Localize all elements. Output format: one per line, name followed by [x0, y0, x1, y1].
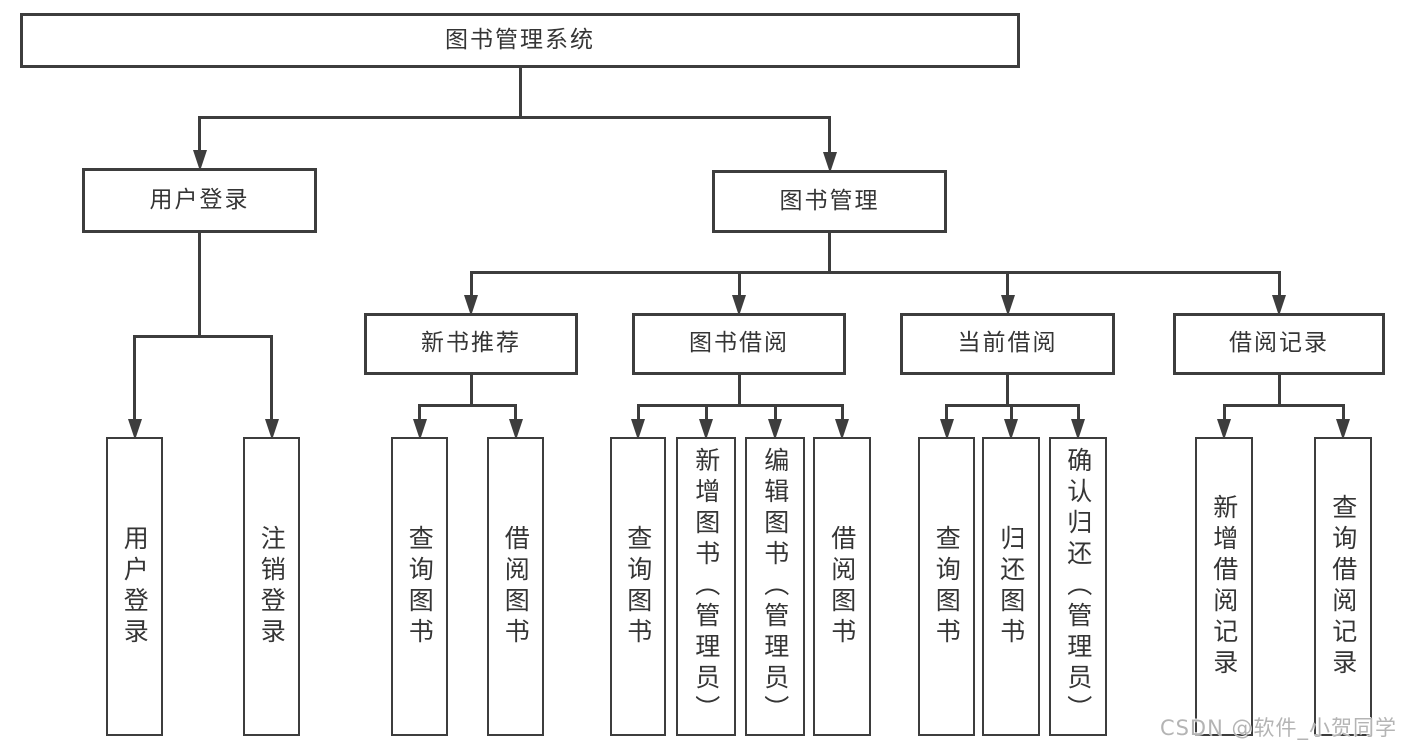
arrow-down-icon: [464, 295, 478, 316]
box-label: 注销登录: [257, 524, 287, 649]
box-b-query: 查询图书: [610, 437, 666, 736]
arrow-down-icon: [508, 419, 523, 440]
box-c-query: 查询图书: [918, 437, 975, 736]
arrow-down-icon: [835, 419, 849, 440]
connector-line: [1006, 374, 1009, 405]
arrow-down-icon: [1004, 419, 1018, 440]
connector-line: [828, 117, 831, 155]
box-mgmt: 图书管理: [712, 170, 947, 233]
box-rec-query: 查询图书: [391, 437, 448, 736]
box-label: 查询图书: [405, 524, 435, 649]
box-label: 查询图书: [932, 524, 962, 649]
box-login: 用户登录: [82, 168, 317, 233]
connector-line: [945, 405, 948, 422]
connector-line: [469, 272, 473, 298]
arrow-down-icon: [1272, 295, 1286, 316]
arrow-down-icon: [1000, 295, 1015, 316]
arrow-down-icon: [822, 152, 837, 173]
connector-line: [1006, 272, 1009, 298]
box-label: 新书推荐: [421, 330, 521, 357]
csdn-watermark: CSDN @软件_小贺同学: [1159, 716, 1397, 740]
connector-line: [1222, 405, 1226, 422]
box-rec: 新书推荐: [364, 313, 578, 375]
connector-line: [636, 405, 640, 422]
connector-line: [1341, 405, 1345, 422]
box-borrow: 图书借阅: [632, 313, 846, 375]
box-b-edit: 编辑图书（管理员）: [745, 437, 805, 736]
box-logout: 注销登录: [243, 437, 300, 736]
connector-line: [418, 403, 517, 407]
connector-line: [636, 403, 844, 407]
box-label: 用户登录: [120, 524, 150, 649]
connector-line: [1277, 374, 1281, 405]
connector-line: [1222, 403, 1345, 407]
box-label: 借阅图书: [827, 524, 857, 649]
box-b-add: 新增图书（管理员）: [676, 437, 736, 736]
box-label: 归还图书: [996, 524, 1026, 649]
box-user-login: 用户登录: [106, 437, 163, 736]
connector-line: [773, 405, 777, 422]
connector-line: [469, 270, 1281, 274]
connector-line: [1009, 405, 1013, 422]
connector-line: [514, 405, 517, 422]
box-current: 当前借阅: [900, 313, 1115, 375]
connector-line: [418, 405, 421, 422]
box-b-borrow: 借阅图书: [813, 437, 871, 736]
connector-line: [133, 336, 136, 422]
connector-line: [270, 336, 273, 422]
connector-line: [1076, 405, 1080, 422]
arrow-down-icon: [1071, 419, 1085, 440]
box-label: 新增借阅记录: [1209, 493, 1239, 680]
connector-line: [518, 67, 522, 117]
box-h-add: 新增借阅记录: [1195, 437, 1253, 736]
connector-line: [737, 374, 741, 405]
connector-line: [737, 272, 741, 298]
box-h-query: 查询借阅记录: [1314, 437, 1372, 736]
connector-line: [198, 117, 201, 153]
arrow-down-icon: [412, 419, 427, 440]
arrow-down-icon: [127, 419, 142, 440]
box-history: 借阅记录: [1173, 313, 1385, 375]
box-label: 图书管理系统: [445, 26, 595, 53]
connector-line: [828, 232, 831, 272]
box-root: 图书管理系统: [20, 13, 1020, 68]
arrow-down-icon: [631, 419, 645, 440]
connector-line: [469, 374, 473, 405]
box-label: 图书借阅: [689, 330, 789, 357]
box-label: 当前借阅: [957, 330, 1058, 357]
box-label: 新增图书（管理员）: [691, 447, 721, 726]
connector-line: [704, 405, 708, 422]
box-label: 查询借阅记录: [1328, 493, 1358, 680]
box-label: 确认归还（管理员）: [1063, 447, 1093, 726]
box-label: 借阅记录: [1229, 330, 1329, 357]
box-label: 借阅图书: [501, 524, 531, 649]
arrow-down-icon: [1336, 419, 1350, 440]
box-label: 查询图书: [623, 524, 653, 649]
arrow-down-icon: [1217, 419, 1231, 440]
box-label: 编辑图书（管理员）: [760, 447, 790, 726]
connector-line: [1277, 272, 1281, 298]
box-c-return: 归还图书: [982, 437, 1040, 736]
arrow-down-icon: [768, 419, 782, 440]
connector-line: [840, 405, 844, 422]
box-c-confirm: 确认归还（管理员）: [1049, 437, 1107, 736]
box-label: 用户登录: [149, 186, 250, 213]
connector-line: [198, 232, 201, 336]
connector-line: [198, 115, 831, 119]
arrow-down-icon: [192, 150, 207, 171]
box-rec-borrow: 借阅图书: [487, 437, 544, 736]
arrow-down-icon: [264, 419, 279, 440]
arrow-down-icon: [699, 419, 713, 440]
box-label: 图书管理: [779, 187, 880, 214]
arrow-down-icon: [732, 295, 746, 316]
connector-line: [133, 334, 273, 338]
arrow-down-icon: [939, 419, 954, 440]
